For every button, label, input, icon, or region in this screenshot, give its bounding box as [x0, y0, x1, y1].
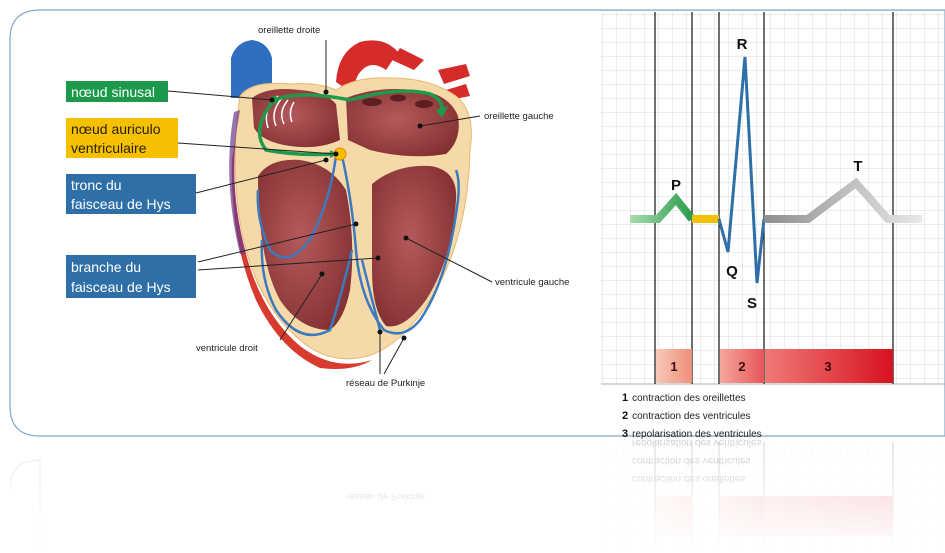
ecg-chart: 1 2 3 P R Q S T — [601, 12, 945, 384]
band-2-label: 2 — [738, 359, 745, 374]
label-box-tronc-hys: tronc du faisceau de Hys — [66, 174, 196, 214]
branche-hys-line1: branche du — [71, 259, 141, 275]
band-1-label: 1 — [670, 359, 677, 374]
label-box-noeud-sinusal: nœud sinusal — [66, 81, 168, 102]
noeud-av-line1: nœud auriculo — [71, 121, 161, 137]
label-oreillette-gauche: oreillette gauche — [484, 111, 554, 122]
q-label: Q — [726, 263, 738, 280]
label-box-noeud-av: nœud auriculo ventriculaire — [66, 118, 178, 158]
noeud-sinusal-text: nœud sinusal — [71, 84, 155, 100]
band-3-label: 3 — [824, 359, 831, 374]
t-label: T — [853, 158, 862, 175]
p-label: P — [671, 177, 681, 194]
label-ventricule-droit: ventricule droit — [196, 343, 258, 354]
label-ventricule-gauche: ventricule gauche — [495, 277, 569, 288]
tronc-hys-line1: tronc du — [71, 177, 122, 193]
label-oreillette-droite: oreillette droite — [258, 25, 320, 36]
tronc-hys-line2: faisceau de Hys — [71, 196, 171, 212]
branche-hys-line2: faisceau de Hys — [71, 279, 171, 295]
r-label: R — [737, 36, 748, 53]
label-reseau-purkinje: réseau de Purkinje — [346, 378, 425, 389]
s-label: S — [747, 295, 757, 312]
label-box-branche-hys: branche du faisceau de Hys — [66, 255, 196, 298]
noeud-av-line2: ventriculaire — [71, 140, 147, 156]
